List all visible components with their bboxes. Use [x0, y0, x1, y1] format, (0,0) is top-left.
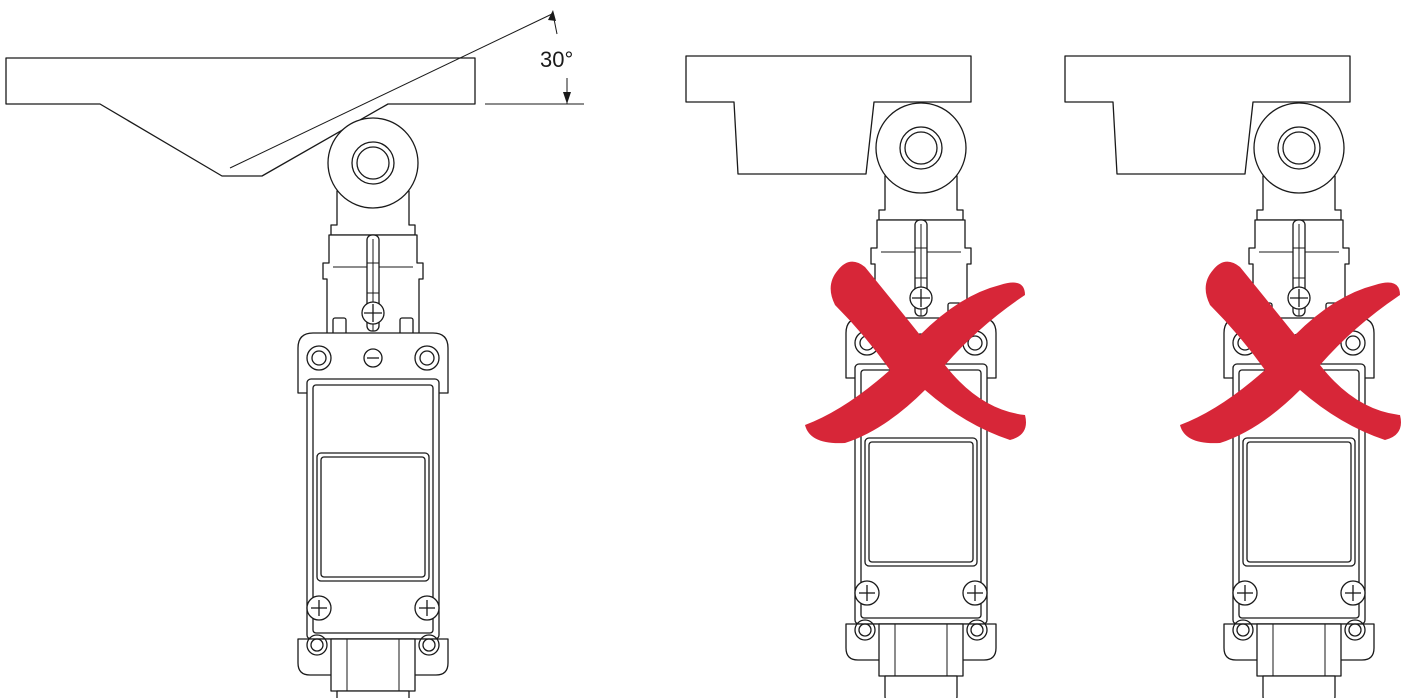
angle-reference-line — [229, 13, 553, 169]
incorrect-panel-1 — [685, 55, 1026, 698]
red-cross-icon — [805, 261, 1026, 444]
red-cross-icon — [1180, 261, 1401, 444]
limit-switch-correct — [297, 117, 449, 698]
incorrect-panel-2 — [1064, 55, 1401, 698]
angled-cam — [5, 57, 476, 177]
correct-panel: 30° — [5, 10, 584, 698]
angle-label: 30° — [540, 47, 573, 72]
